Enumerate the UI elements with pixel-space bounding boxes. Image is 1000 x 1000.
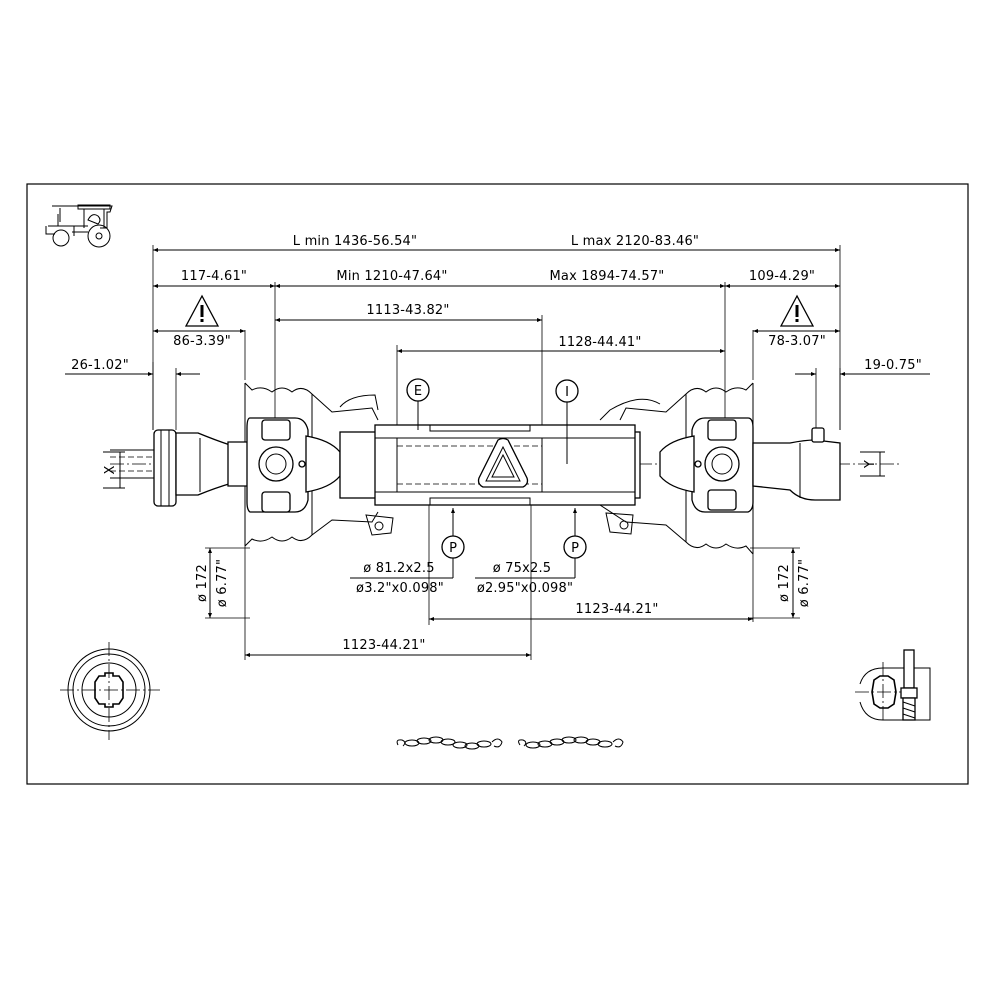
dim-min-length: Min 1210-47.64" [336, 269, 447, 284]
dim-left-yoke: 117-4.61" [181, 269, 247, 284]
dim-inner-dia-mm: ø 75x2.5 [493, 561, 552, 576]
dimension-lines [65, 248, 930, 657]
dim-bottom-right: 1123-44.21" [575, 602, 658, 617]
safety-chain-icon [396, 736, 624, 750]
dim-swing-right-in: ø 6.77" [797, 559, 812, 607]
tag-inner-tube: I [555, 379, 579, 464]
dim-l-max: L max 2120-83.46" [571, 234, 699, 249]
dim-outer-dia-mm: ø 81.2x2.5 [363, 561, 434, 576]
dim-left-pin: 26-1.02" [71, 358, 129, 373]
axis-y-label: Y [863, 460, 878, 469]
dim-inner-tube: 1128-44.41" [558, 335, 641, 350]
dim-outer-dia-in: ø3.2"x0.098" [356, 581, 444, 596]
svg-text:P: P [571, 541, 579, 556]
dim-right-guard: 78-3.07" [768, 334, 826, 349]
dim-swing-right-mm: ø 172 [777, 564, 792, 602]
svg-text:I: I [565, 385, 569, 400]
warning-icon [184, 294, 220, 327]
right-yoke [659, 417, 841, 513]
tractor-icon [45, 204, 113, 248]
tag-profile-left: P [441, 508, 465, 578]
dim-outer-tube: 1113-43.82" [366, 303, 449, 318]
dim-max-length: Max 1894-74.57" [550, 269, 665, 284]
axis-x-label: X [103, 465, 118, 474]
svg-text:P: P [449, 541, 457, 556]
tube-profile [477, 437, 529, 488]
spline-hub-icon [60, 642, 160, 740]
warning-icon [779, 294, 815, 327]
dim-swing-left-mm: ø 172 [195, 564, 210, 602]
drawing-frame [26, 183, 969, 785]
dim-right-yoke: 109-4.29" [749, 269, 815, 284]
tag-profile-right: P [563, 508, 587, 578]
dim-right-pin: 19-0.75" [864, 358, 922, 373]
left-yoke [153, 417, 341, 513]
shear-bolt-hub-icon [855, 649, 931, 722]
left-spline-shaft [110, 449, 154, 479]
tag-outer-tube: E [406, 378, 430, 430]
svg-text:E: E [414, 384, 422, 399]
dim-bottom-left: 1123-44.21" [342, 638, 425, 653]
dim-inner-dia-in: ø2.95"x0.098" [477, 581, 573, 596]
dim-l-min: L min 1436-56.54" [293, 234, 417, 249]
dim-left-guard: 86-3.39" [173, 334, 231, 349]
dim-swing-left-in: ø 6.77" [215, 559, 230, 607]
